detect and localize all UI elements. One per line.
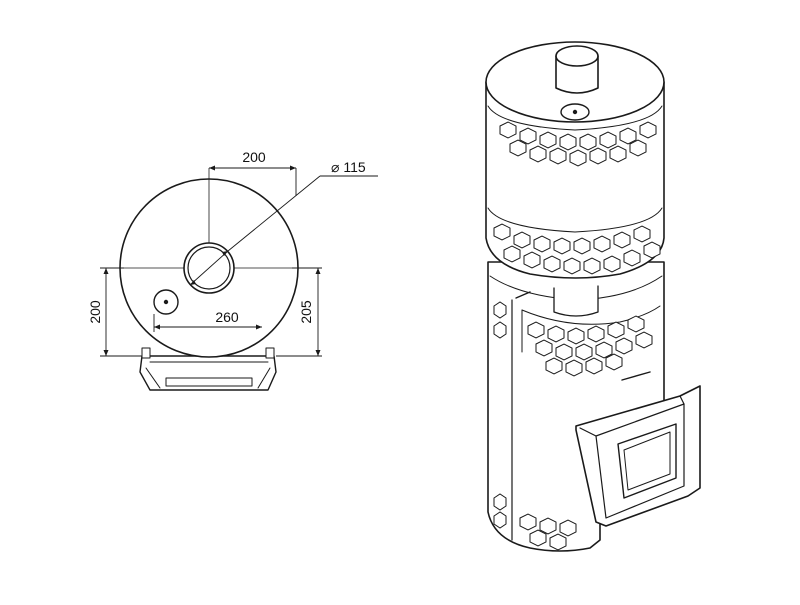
hex-band-lower bbox=[493, 301, 653, 377]
hex-band-bottom bbox=[493, 493, 577, 551]
tank-cap bbox=[560, 103, 590, 121]
dim-right-height-label: 205 bbox=[298, 300, 314, 324]
dim-base-width-label: 260 bbox=[215, 309, 239, 325]
dim-pipe-diameter: ⌀ 115 bbox=[227, 159, 378, 252]
hex-band-middle bbox=[493, 223, 661, 275]
chimney bbox=[555, 45, 599, 94]
dim-top-width: 200 bbox=[209, 149, 297, 196]
dim-left-height: 200 bbox=[87, 267, 142, 357]
firebox-door bbox=[575, 385, 701, 527]
dim-right-height: 205 bbox=[276, 267, 322, 357]
stove-base bbox=[139, 347, 277, 391]
hex-band-top bbox=[499, 121, 657, 167]
small-outlet bbox=[153, 289, 179, 315]
isometric-view bbox=[485, 41, 701, 552]
dim-base-width: 260 bbox=[153, 309, 262, 332]
dim-top-width-label: 200 bbox=[242, 149, 266, 165]
dim-left-height-label: 200 bbox=[87, 300, 103, 324]
top-view: 200 ⌀ 115 200 260 bbox=[87, 149, 378, 391]
door-glass bbox=[617, 423, 677, 499]
pipe-outlet bbox=[183, 242, 235, 294]
dim-pipe-diameter-label: ⌀ 115 bbox=[331, 159, 366, 175]
